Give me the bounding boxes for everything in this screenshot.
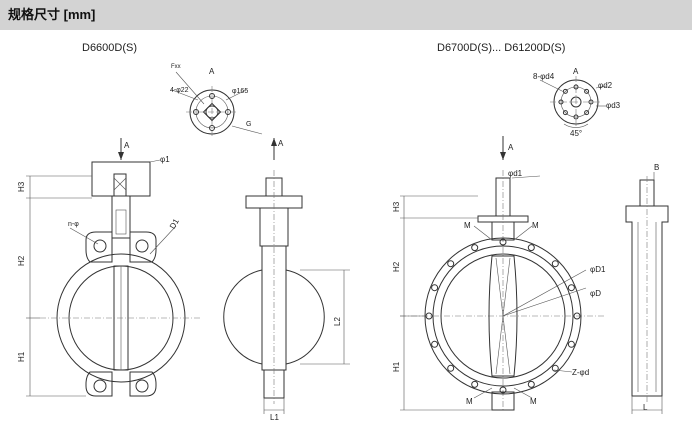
left-flange-pcd-label: φ165 <box>232 88 248 95</box>
left-flange-bolt: 4-φ22 <box>170 87 189 94</box>
right-side-view: B L <box>625 163 669 414</box>
right-flange-bolt: 8-φd4 <box>533 72 555 81</box>
left-l2: L2 <box>333 317 342 326</box>
left-flange-g: G <box>246 121 251 128</box>
right-front-view: A φd1 <box>392 136 606 412</box>
right-m-bottom-right: M <box>530 397 537 406</box>
right-d1-small: φd1 <box>508 169 523 178</box>
left-side-view: A L1 L2 <box>223 138 350 422</box>
right-big-d: φD <box>590 289 601 298</box>
right-m-top-left: M <box>464 221 471 230</box>
left-h3: H3 <box>17 181 26 192</box>
left-side-arrow-a: A <box>278 139 284 148</box>
right-flange-view-label: A <box>573 67 579 76</box>
left-flange-fxx: Fxx <box>171 64 181 70</box>
left-model-title: D6600D(S) <box>82 42 138 54</box>
right-bolt-holes <box>425 238 581 394</box>
right-m-top-right: M <box>532 221 539 230</box>
left-arrow-a: A <box>124 141 130 150</box>
left-front-view: A φ1 n-φ D1 H3 H2 H1 <box>17 138 200 397</box>
section-header: 规格尺寸 [mm] <box>0 0 692 30</box>
right-flange-angle: 45° <box>570 129 582 138</box>
right-disc <box>488 255 518 377</box>
right-flange-d3: φd3 <box>606 101 621 110</box>
right-flange-view: A 8-φd4 φd2 φd3 45° <box>533 67 621 138</box>
right-arrow-a: A <box>508 143 514 152</box>
left-l1: L1 <box>270 413 279 422</box>
right-flange-d2: φd2 <box>598 81 613 90</box>
left-d1: D1 <box>168 217 181 231</box>
left-actuator <box>91 161 151 197</box>
right-zd: Z-φd <box>572 368 589 377</box>
left-phi1: φ1 <box>160 155 170 164</box>
left-h2: H2 <box>17 255 26 266</box>
right-m-bottom-left: M <box>466 397 473 406</box>
right-model-title: D6700D(S)... D61200D(S) <box>437 42 566 54</box>
right-side-b: B <box>654 163 659 172</box>
left-flange-view: A Fxx 4-φ22 φ165 G <box>170 64 263 138</box>
right-big-d1: φD1 <box>590 265 606 274</box>
right-h3: H3 <box>392 201 401 212</box>
left-h1: H1 <box>17 351 26 362</box>
left-flange-view-label: A <box>209 67 215 76</box>
right-side-l: L <box>643 403 648 412</box>
right-h2: H2 <box>392 261 401 272</box>
section-title: 规格尺寸 [mm] <box>8 7 96 22</box>
left-n-phi: n-φ <box>68 221 79 228</box>
right-h1: H1 <box>392 361 401 372</box>
